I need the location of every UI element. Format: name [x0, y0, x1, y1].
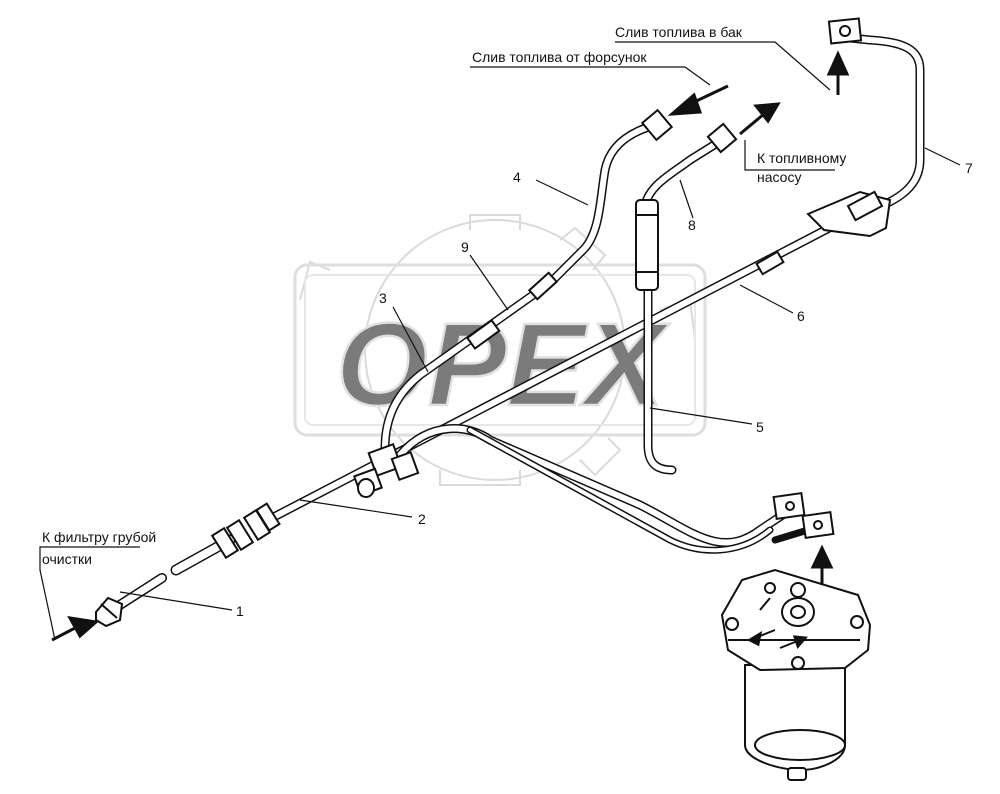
leader-1: [119, 591, 233, 611]
pipe-1: [107, 534, 236, 615]
clamp-bracket: [806, 190, 892, 238]
leader-8: [679, 179, 694, 219]
nut-pump: [706, 122, 738, 154]
pipe-5: [395, 280, 795, 554]
banjo-fitting-lower: [801, 511, 835, 539]
sleeve-4: [527, 271, 559, 301]
part-number-4: 4: [513, 169, 521, 185]
part-number-1: 1: [236, 603, 244, 619]
watermark-frame-inner: [304, 274, 696, 426]
banjo-fitting-upper: [772, 492, 806, 520]
pipe-3-9: [380, 278, 555, 453]
leader-7: [924, 147, 961, 166]
union-fitting: [210, 502, 281, 560]
fitting-tank-end: [827, 17, 863, 45]
arrow-drain-from-injectors: [667, 84, 729, 116]
part-number-9: 9: [461, 239, 469, 255]
hose-vertical: [635, 199, 659, 291]
arrow-coarse-filter: [51, 616, 100, 642]
arrow-filter-flow: [746, 629, 809, 649]
watermark-frame: [293, 263, 707, 437]
part-number-7: 7: [965, 160, 973, 176]
pipe-filter-inlet: [771, 526, 812, 544]
part-number-6: 6: [797, 308, 805, 324]
part-number-8: 8: [688, 217, 696, 233]
leader-4: [535, 179, 589, 206]
nut-injectors: [640, 108, 674, 142]
leader-2: [299, 499, 413, 518]
nut-filter-end: [95, 596, 124, 628]
arrow-drain-to-tank: [826, 50, 850, 95]
label-coarse-filter-2: очистки: [42, 551, 92, 567]
leader-drain-from-injectors: [470, 66, 711, 86]
leader-to-fuel-pump: [744, 140, 835, 171]
leader-coarse-filter: [39, 546, 140, 641]
sleeve-6: [755, 250, 785, 276]
tee-fitting: [352, 442, 420, 498]
label-to-fuel-pump-2: насосу: [757, 169, 801, 185]
pipe-4: [545, 120, 660, 288]
sleeve-9: [465, 318, 501, 350]
pipe-8: [640, 135, 727, 210]
label-drain-to-tank: Слив топлива в бак: [615, 24, 743, 40]
pipe-7: [845, 33, 925, 215]
label-coarse-filter-1: К фильтру грубой: [42, 529, 156, 545]
leader-6: [739, 284, 794, 314]
label-drain-from-injectors: Слив топлива от форсунок: [472, 49, 647, 65]
part-number-3: 3: [379, 290, 387, 306]
leader-drain-to-tank: [615, 41, 831, 91]
fuel-filter: [720, 568, 872, 781]
part-number-5: 5: [756, 419, 764, 435]
arrow-to-fuel-pump: [739, 102, 781, 136]
arrow-filter-inlet: [810, 544, 834, 585]
leader-3: [392, 306, 429, 373]
part-number-2: 2: [418, 511, 426, 527]
leader-9: [469, 254, 509, 311]
leader-5: [649, 407, 753, 425]
label-to-fuel-pump-1: К топливному: [757, 150, 846, 166]
